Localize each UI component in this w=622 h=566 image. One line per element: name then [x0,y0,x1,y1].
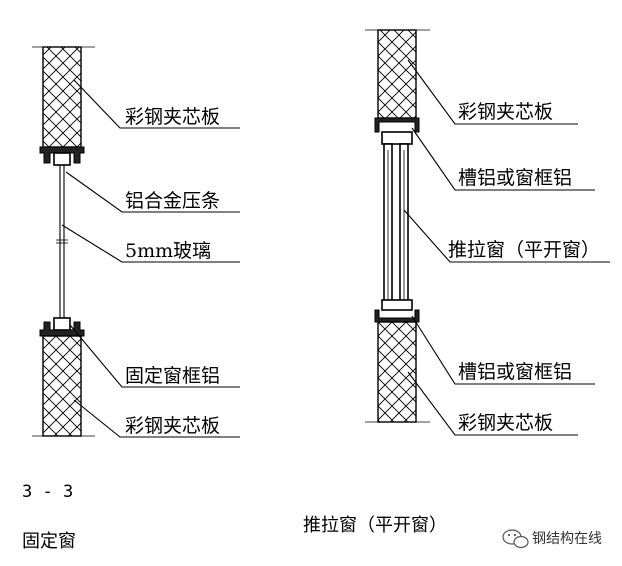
aluminum-pressing-strip [53,152,71,166]
leader-panel-top-right [407,59,578,125]
lower-sandwich-panel-right [377,321,417,423]
caption-fixed-window: 固定窗 [22,531,76,552]
label-sandwich-panel-top-right: 彩钢夹芯板 [458,101,553,123]
label-channel-bottom: 槽铝或窗框铝 [458,361,572,383]
leader-panel-bottom [73,399,240,438]
label-sandwich-panel-top: 彩钢夹芯板 [125,106,220,128]
wechat-icon [502,529,529,549]
upper-channel [374,117,420,133]
sliding-window-section: 彩钢夹芯板 槽铝或窗框铝 推拉窗（平开窗） 槽铝或窗框铝 彩钢夹芯板 推拉窗（平… [303,29,610,536]
lower-window-frame [381,299,413,311]
leader-channel-top [411,127,595,191]
section-mark: 3 - 3 [22,482,73,502]
label-sandwich-panel-bottom: 彩钢夹芯板 [125,415,220,437]
label-sandwich-panel-bottom-right: 彩钢夹芯板 [458,412,553,434]
upper-window-frame [381,131,413,145]
leader-panel-bottom-right [407,371,578,436]
leader-glass [61,224,240,263]
fixed-window-section: 彩钢夹芯板 铝合金压条 5mm玻璃 固定窗框铝 彩钢夹芯板 3 - 3 固定窗 [22,46,240,552]
label-aluminum-strip: 铝合金压条 [125,190,220,212]
label-sliding-window: 推拉窗（平开窗） [448,239,600,261]
watermark-text: 钢结构在线 [532,531,602,547]
upper-sandwich-panel [42,46,82,148]
leader-channel-bottom [411,315,595,385]
watermark: 钢结构在线 [502,529,602,549]
leader-strip [65,171,240,213]
lower-sandwich-panel [42,335,82,437]
lower-channel [374,309,420,323]
leader-panel-top [73,79,240,129]
label-glass: 5mm玻璃 [125,240,211,262]
leader-sliding-window [403,209,610,263]
caption-sliding-window: 推拉窗（平开窗） [303,515,447,536]
fixed-frame-bottom [53,317,71,331]
upper-sandwich-panel-right [377,29,417,119]
label-channel-top: 槽铝或窗框铝 [458,167,572,189]
label-fixed-frame: 固定窗框铝 [125,365,220,387]
upper-frame [39,146,85,164]
leader-fixed-frame [69,324,240,388]
